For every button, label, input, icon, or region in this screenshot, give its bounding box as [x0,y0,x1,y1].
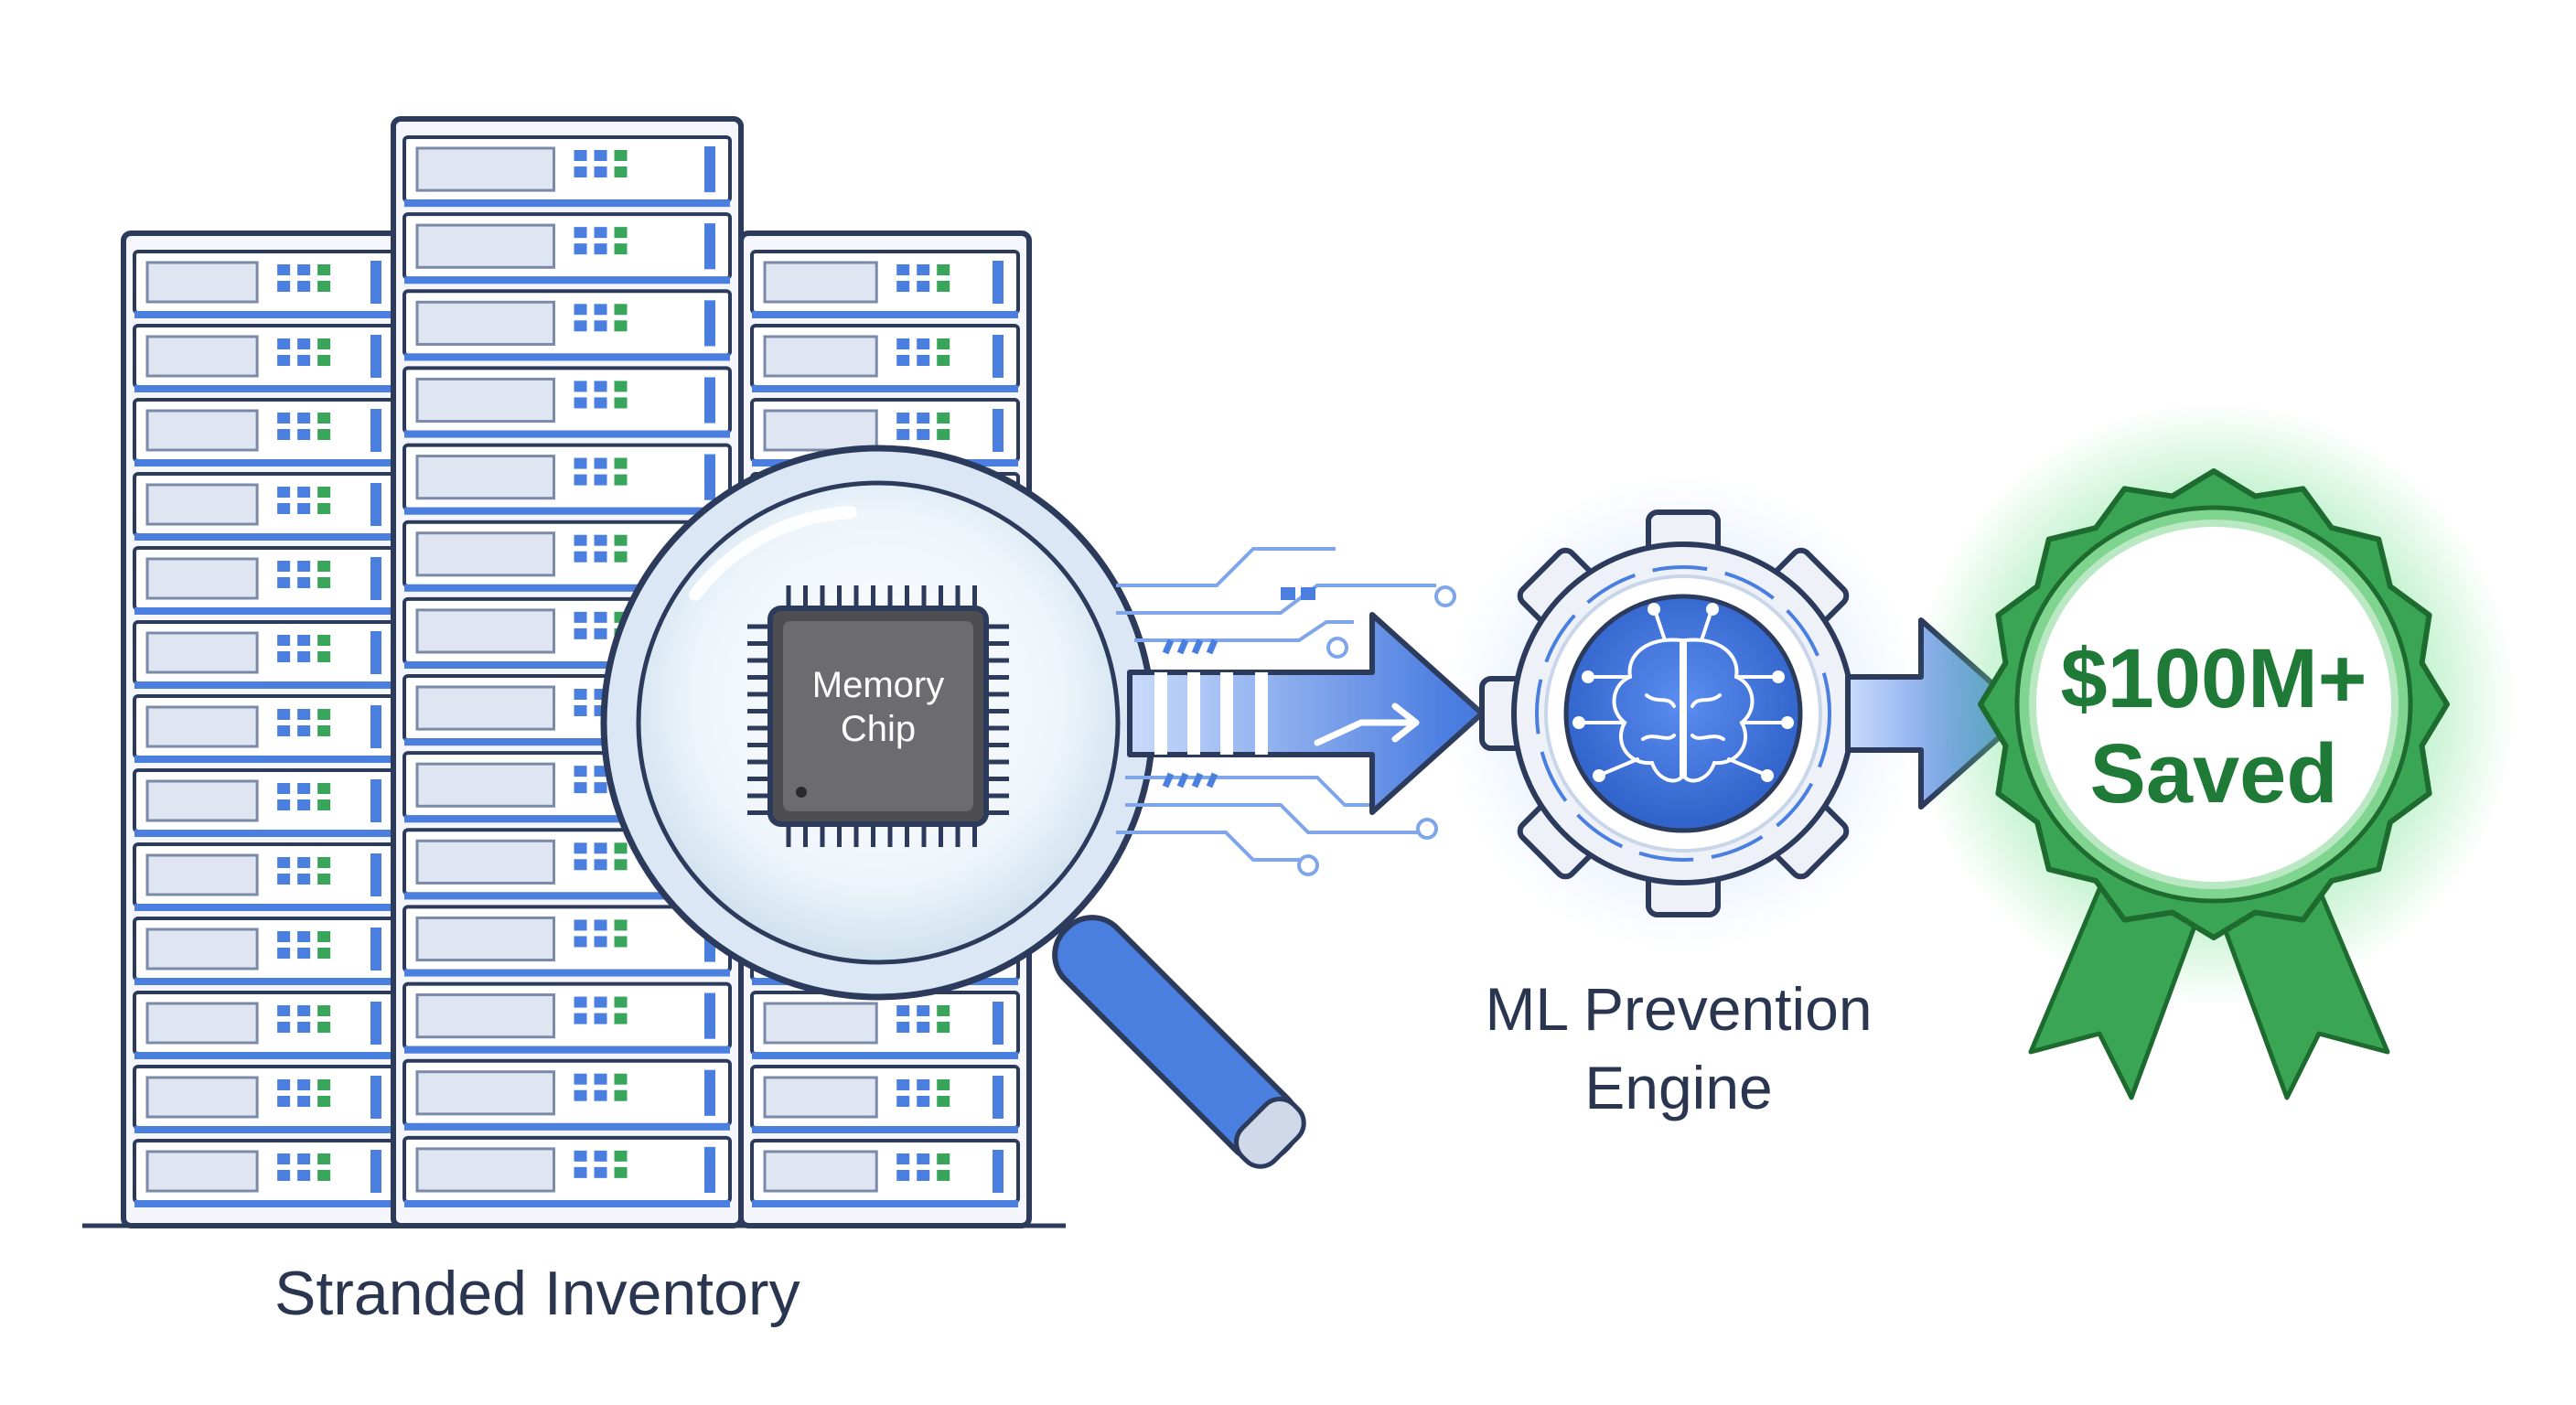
server-unit [402,443,732,515]
server-unit [402,135,732,208]
server-unit [750,1065,1020,1133]
server-unit [750,250,1020,318]
server-unit [402,289,732,361]
chip-label-line2: Chip [840,709,917,749]
server-rack-icon [121,231,410,1228]
server-unit [133,250,398,318]
stranded-inventory-label: Stranded Inventory [274,1259,800,1328]
server-unit [133,842,398,911]
server-unit [750,991,1020,1059]
server-unit [133,620,398,689]
server-unit [133,768,398,837]
server-unit [402,1135,732,1207]
server-unit [133,1139,398,1207]
server-unit [750,324,1020,392]
server-unit [133,324,398,392]
server-unit [133,546,398,615]
server-unit [133,472,398,541]
badge-label-line1: $100M+ [2060,632,2367,725]
server-unit [133,917,398,985]
memory-chip-icon [747,585,1009,847]
ml-engine-label: ML Prevention Engine [1281,970,2077,1127]
server-unit [402,981,732,1054]
server-unit [133,398,398,467]
ml-engine-label-line1: ML Prevention [1485,975,1873,1043]
server-unit [133,694,398,763]
arrow-right-icon [1127,612,1485,815]
brain-circuit-icon [1563,594,1803,833]
award-badge-icon [1912,402,2516,1100]
ml-engine-label-line2: Engine [1584,1054,1773,1121]
server-unit [402,366,732,438]
server-unit [402,1058,732,1131]
chip-label-line1: Memory [811,665,945,705]
server-unit [402,212,732,284]
server-unit [133,1065,398,1133]
badge-label: $100M+ Saved [1976,631,2452,821]
circuit-traces [1116,547,1456,876]
badge-label-line2: Saved [2089,727,2338,820]
server-unit [750,1139,1020,1207]
server-unit [133,991,398,1059]
chip-label: Memory Chip [768,663,988,751]
